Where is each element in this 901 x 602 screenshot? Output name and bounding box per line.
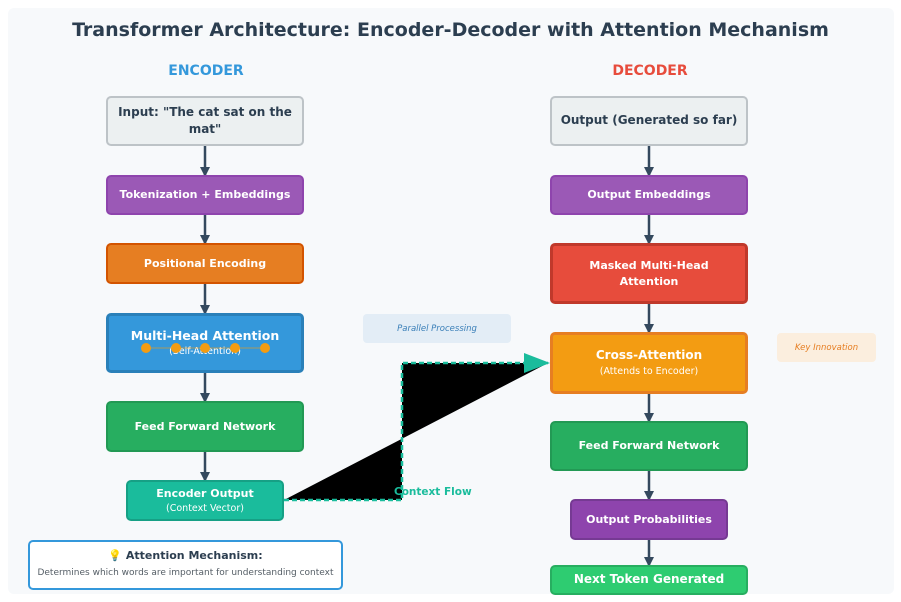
decoder-feed-forward-box: Feed Forward Network [550, 421, 748, 471]
context-flow-label: Context Flow [394, 486, 472, 498]
info-title-row: 💡 Attention Mechanism: [30, 549, 341, 562]
output-probabilities-label: Output Probabilities [586, 512, 712, 526]
decoder-output-label: Output (Generated so far) [560, 113, 738, 128]
decoder-heading: DECODER [612, 63, 688, 79]
key-innovation-note: Key Innovation [777, 333, 876, 362]
tokenization-box: Tokenization + Embeddings [106, 175, 304, 215]
multi-head-attention-box: Multi-Head Attention (Self-Attention) [106, 313, 304, 373]
output-embeddings-label: Output Embeddings [587, 188, 711, 202]
encoder-input-label: Input: "The cat sat on the mat" [118, 104, 292, 136]
parallel-processing-note: Parallel Processing [363, 314, 511, 343]
encoder-feed-forward-box: Feed Forward Network [106, 401, 304, 452]
self-attention-label: (Self-Attention) [169, 346, 241, 358]
decoder-feed-forward-label: Feed Forward Network [578, 439, 720, 453]
encoder-output-label: Encoder Output [156, 486, 254, 500]
lightbulb-icon: 💡 [108, 549, 123, 562]
attention-info-box: 💡 Attention Mechanism: Determines which … [28, 540, 343, 590]
tokenization-label: Tokenization + Embeddings [119, 188, 291, 202]
decoder-output-box: Output (Generated so far) [550, 96, 748, 146]
multi-head-attention-label: Multi-Head Attention [130, 328, 280, 344]
info-description: Determines which words are important for… [37, 568, 334, 578]
cross-attention-box: Cross-Attention (Attends to Encoder) [550, 332, 748, 394]
output-probabilities-box: Output Probabilities [570, 499, 728, 540]
next-token-box: Next Token Generated [550, 565, 748, 595]
next-token-label: Next Token Generated [573, 572, 725, 587]
positional-encoding-box: Positional Encoding [106, 243, 304, 284]
masked-attention-label: Masked Multi-Head Attention [589, 258, 709, 288]
cross-attention-sub-label: (Attends to Encoder) [599, 365, 699, 377]
cross-attention-label: Cross-Attention [595, 348, 703, 363]
diagram-title: Transformer Architecture: Encoder-Decode… [72, 19, 829, 41]
info-title: Attention Mechanism: [125, 549, 263, 562]
output-embeddings-box: Output Embeddings [550, 175, 748, 215]
context-vector-label: (Context Vector) [166, 502, 244, 514]
positional-encoding-label: Positional Encoding [143, 256, 267, 270]
encoder-heading: ENCODER [168, 63, 244, 79]
encoder-input-box: Input: "The cat sat on the mat" [106, 96, 304, 146]
encoder-feed-forward-label: Feed Forward Network [134, 419, 276, 433]
encoder-output-box: Encoder Output (Context Vector) [126, 480, 284, 521]
context-flow-arrow [284, 353, 550, 502]
masked-attention-box: Masked Multi-Head Attention [550, 243, 748, 304]
